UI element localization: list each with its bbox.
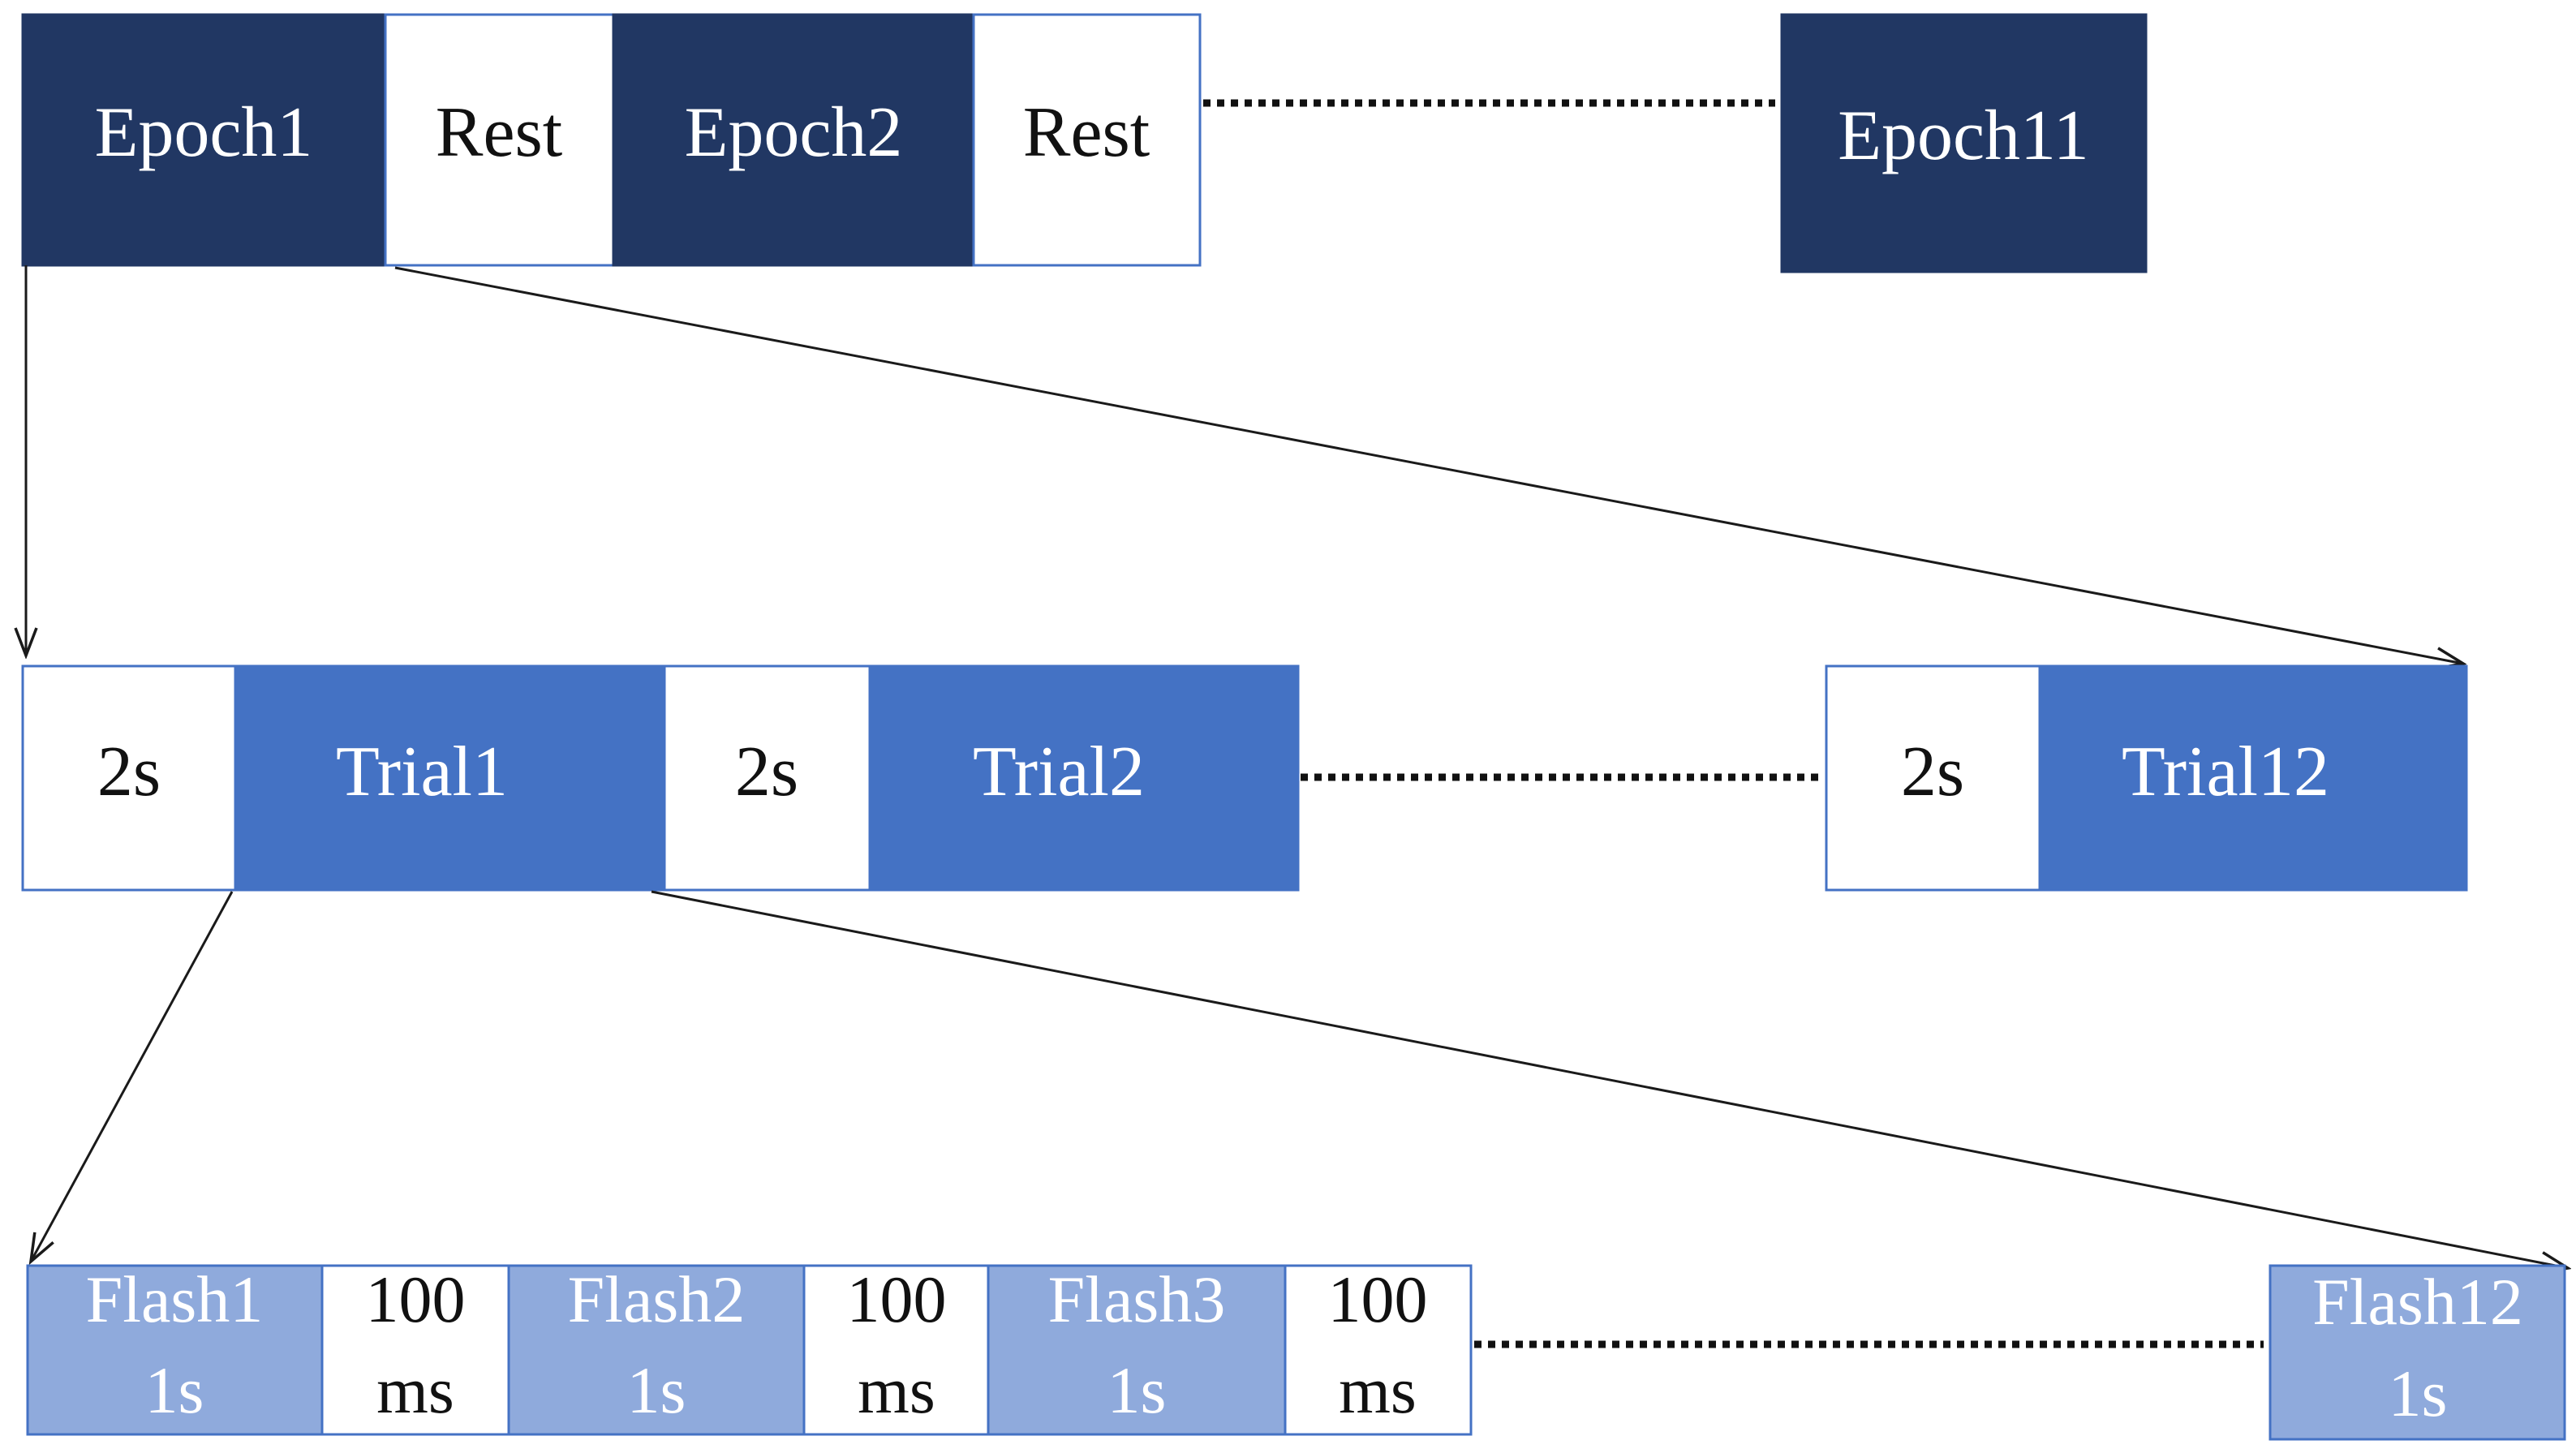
- trial-block-12: Trial12: [2038, 664, 2468, 892]
- isi-block-2-line2: ms: [858, 1353, 935, 1427]
- epoch-row: Epoch1 Rest Epoch2 Rest Epoch11: [21, 13, 2148, 273]
- trial-block-2-label: Trial2: [973, 733, 1145, 811]
- connector-arrow-left-trial: [31, 891, 234, 1262]
- epoch-block-11: Epoch11: [1780, 13, 2148, 273]
- gap-2s-block-2-label: 2s: [735, 733, 798, 811]
- rest-block-1: Rest: [384, 13, 615, 267]
- trial-block-12-label: Trial12: [2122, 733, 2329, 811]
- flash-block-2-line2: 1s: [627, 1353, 686, 1427]
- gap-2s-block-12: 2s: [1825, 664, 2041, 892]
- flash-block-12-line2: 1s: [2389, 1357, 2448, 1430]
- rest-block-2: Rest: [972, 13, 1202, 267]
- rest-block-2-label: Rest: [1023, 93, 1150, 172]
- epoch-block-1-label: Epoch1: [95, 93, 313, 172]
- rest-block-1-label: Rest: [436, 93, 562, 172]
- gap-2s-block-1-label: 2s: [97, 733, 161, 811]
- epoch-block-2-label: Epoch2: [685, 93, 903, 172]
- isi-block-3: 100 ms: [1284, 1262, 1473, 1436]
- trial-row: 2s Trial1 2s Trial2 2s Trial12: [21, 664, 2468, 892]
- trial-block-2: Trial2: [868, 664, 1300, 892]
- flash-block-3: Flash3 1s: [987, 1262, 1287, 1436]
- gap-2s-block-1: 2s: [21, 664, 237, 892]
- isi-block-3-line2: ms: [1339, 1353, 1417, 1427]
- isi-block-2: 100 ms: [802, 1262, 990, 1436]
- epoch-block-1: Epoch1: [21, 13, 387, 267]
- isi-block-3-line1: 100: [1328, 1262, 1428, 1336]
- isi-block-2-line1: 100: [847, 1262, 947, 1336]
- trial-block-1-label: Trial1: [336, 733, 508, 811]
- epoch-block-2: Epoch2: [612, 13, 975, 267]
- gap-2s-block-2: 2s: [663, 664, 871, 892]
- trial-block-1: Trial1: [234, 664, 666, 892]
- flash-block-1-line2: 1s: [145, 1353, 204, 1427]
- flash-block-2: Flash2 1s: [507, 1262, 806, 1436]
- gap-2s-block-12-label: 2s: [1901, 733, 1964, 811]
- flash-block-1: Flash1 1s: [26, 1262, 324, 1436]
- flash-block-3-line1: Flash3: [1048, 1262, 1226, 1336]
- flash-block-12: Flash12 1s: [2269, 1264, 2566, 1441]
- isi-block-1-line2: ms: [376, 1353, 454, 1427]
- epoch-block-11-label: Epoch11: [1838, 97, 2089, 175]
- isi-block-1: 100 ms: [320, 1262, 510, 1436]
- flash-block-1-line1: Flash1: [86, 1262, 264, 1336]
- flash-block-3-line2: 1s: [1107, 1353, 1167, 1427]
- flash-block-12-line1: Flash12: [2312, 1265, 2523, 1339]
- connector-arrow-right-trial: [651, 890, 2568, 1268]
- connector-arrow-right-epoch: [394, 266, 2463, 664]
- flash-block-2-line1: Flash2: [568, 1262, 746, 1336]
- isi-block-1-line1: 100: [366, 1262, 466, 1336]
- flash-row: Flash1 1s 100 ms Flash2 1s 100 ms Flash3…: [26, 1262, 2566, 1441]
